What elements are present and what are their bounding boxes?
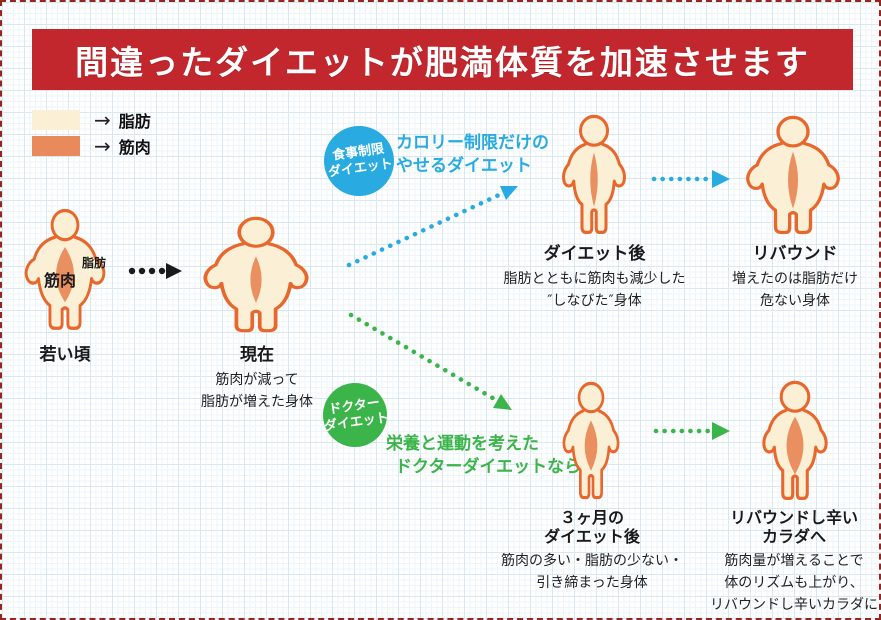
figure-after-3months <box>551 381 631 507</box>
figure-caption-line: 脂肪とともに筋肉も減少した <box>503 271 686 287</box>
muscle-area <box>56 247 74 303</box>
arrow-3months-to-hard-rebound <box>653 422 730 440</box>
figure-hard-rebound <box>749 380 841 508</box>
badge-label: 食事制限 ダイエット <box>326 141 394 181</box>
figure-caption-line: ″しなびた″身体 <box>547 293 642 309</box>
figure-young <box>22 208 108 338</box>
note-line: カロリー制限だけの <box>396 133 549 153</box>
arrow-young-to-now <box>128 263 182 279</box>
person-fat-icon <box>203 216 309 333</box>
muscle-area <box>788 151 798 209</box>
caption-after-3months: ３ヶ月の ダイエット後 筋肉の多い・脂肪の少ない・ 引き締まった身体 <box>497 508 687 594</box>
figure-caption-line: 筋肉の多い・脂肪の少ない・ <box>501 553 683 569</box>
legend-label-fat: 脂肪 <box>118 112 151 131</box>
note-doctor-diet: 栄養と運動を考えた ドクターダイエットなら <box>386 433 581 479</box>
note-line: ドクターダイエットなら <box>395 457 582 477</box>
muscle-color-swatch <box>32 136 80 156</box>
figure-caption-line: リバウンドし辛いカラダに <box>710 597 878 613</box>
figure-label-line: カラダへ <box>761 527 826 546</box>
head <box>579 114 609 147</box>
head <box>779 380 811 413</box>
muscle-tag: 筋肉 <box>44 271 77 290</box>
fat-color-swatch <box>32 110 80 130</box>
figure-label: リバウンド <box>752 244 838 264</box>
legend-label-muscle: 筋肉 <box>118 138 151 157</box>
legend-row-muscle: → 筋肉 <box>32 133 151 159</box>
person-fat-icon <box>746 115 840 235</box>
head <box>577 381 605 414</box>
head <box>776 115 810 148</box>
figure-label: 現在 <box>240 345 274 365</box>
note-line: やせるダイエット <box>396 156 532 176</box>
figure-now <box>200 216 312 340</box>
head <box>50 208 80 242</box>
caption-after-diet: ダイエット後 脂肪とともに筋肉も減少した ″しなびた″身体 <box>482 244 707 312</box>
figure-rebound <box>743 115 843 242</box>
figure-caption-line: 体のリズムも上がり、 <box>724 575 864 591</box>
figure-after-diet <box>549 114 639 242</box>
caption-now: 現在 筋肉が減って 脂肪が増えた身体 <box>187 345 327 413</box>
caption-rebound: リバウンド 増えたのは脂肪だけ 危ない身体 <box>720 244 870 312</box>
person-thin-icon <box>562 114 626 234</box>
figure-caption-line: 筋肉量が増えることで <box>724 553 864 569</box>
badge-doctor-diet: ドクター ダイエット <box>322 383 390 447</box>
figure-caption-line: 筋肉が減って <box>215 372 299 388</box>
figure-label-line: ３ヶ月の <box>559 508 624 527</box>
caption-hard-rebound: リバウンドし辛い カラダへ 筋肉量が増えることで 体のリズムも上がり、 リバウン… <box>704 508 879 616</box>
note-restriction-diet: カロリー制限だけの やせるダイエット <box>396 132 549 178</box>
head <box>237 216 275 248</box>
legend-row-fat: → 脂肪 <box>32 107 151 133</box>
badge-label: ドクター ダイエット <box>322 395 390 435</box>
person-thin-icon <box>762 380 828 500</box>
arrow-right-icon: → <box>94 134 111 158</box>
muscle-area <box>250 256 262 303</box>
page-title: 間違ったダイエットが肥満体質を加速させます <box>75 42 810 82</box>
badge-restriction-diet: 食事制限 ダイエット <box>324 126 394 196</box>
muscle-area <box>590 152 598 207</box>
figure-caption-line: 脂肪が増えた身体 <box>201 394 313 410</box>
arrow-right-icon: → <box>94 108 111 132</box>
person-fat-icon <box>24 208 106 330</box>
figure-label-line: リバウンドし辛い <box>729 508 858 527</box>
arrow-after-diet-to-rebound <box>651 170 730 188</box>
figure-label: 若い頃 <box>39 345 91 365</box>
fat-tag: 脂肪 <box>82 256 107 270</box>
muscle-area <box>786 416 804 475</box>
title-banner: 間違ったダイエットが肥満体質を加速させます <box>32 29 853 90</box>
muscle-area <box>584 420 598 471</box>
figure-caption-line: 引き締まった身体 <box>536 575 648 591</box>
caption-young: 若い頃 <box>22 345 108 369</box>
figure-label: ダイエット後 <box>543 244 646 264</box>
figure-label-line: ダイエット後 <box>544 527 640 546</box>
person-thin-icon <box>562 381 620 500</box>
figure-caption-line: 増えたのは脂肪だけ <box>732 271 858 287</box>
legend: → 脂肪 → 筋肉 <box>32 107 151 159</box>
note-line: 栄養と運動を考えた <box>386 434 539 454</box>
figure-caption-line: 危ない身体 <box>760 293 830 309</box>
